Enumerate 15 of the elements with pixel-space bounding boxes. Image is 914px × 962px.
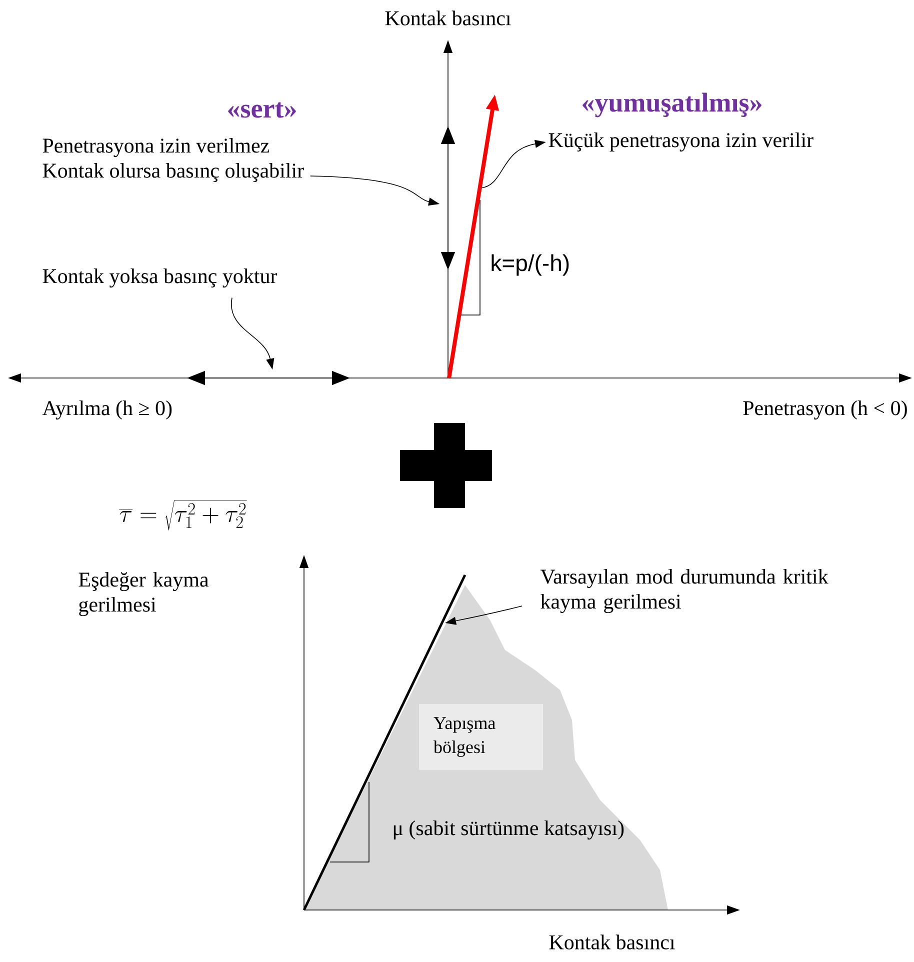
axis-label: Eşdeğer kayma gerilmesi [78, 572, 209, 616]
leader-text: Kontak yoksa basınç yoktur [42, 268, 278, 288]
leader-text: Penetrasyona izin verilmez Kontak olursa basınç oluşabilir [42, 138, 304, 182]
mode-heading: «sert» [228, 102, 296, 118]
axis-label: Kontak basıncı [385, 10, 511, 26]
region-box: Yapışma bölgesi [419, 704, 543, 770]
leader-text: Küçük penetrasyona izin verilir [548, 132, 814, 152]
axis-label: Kontak basıncı [549, 934, 675, 950]
leader-text: Varsayılan mod durumunda kritik kayma gerilmesi [540, 568, 828, 614]
mode-heading: «yumuşatılmış» [582, 92, 762, 118]
axis-label: Ayrılma (h ≥ 0) [42, 400, 172, 420]
formula: $\overline{\tau} = \sqrt{\tau_1^2 + \tau_2^2}$ [119, 500, 247, 530]
axis-label: Penetrasyon (h < 0) [743, 400, 907, 420]
formula-label: k=p/(-h) [492, 254, 569, 276]
slope-label: μ (sabit sürtünme katsayısı) [394, 820, 624, 840]
